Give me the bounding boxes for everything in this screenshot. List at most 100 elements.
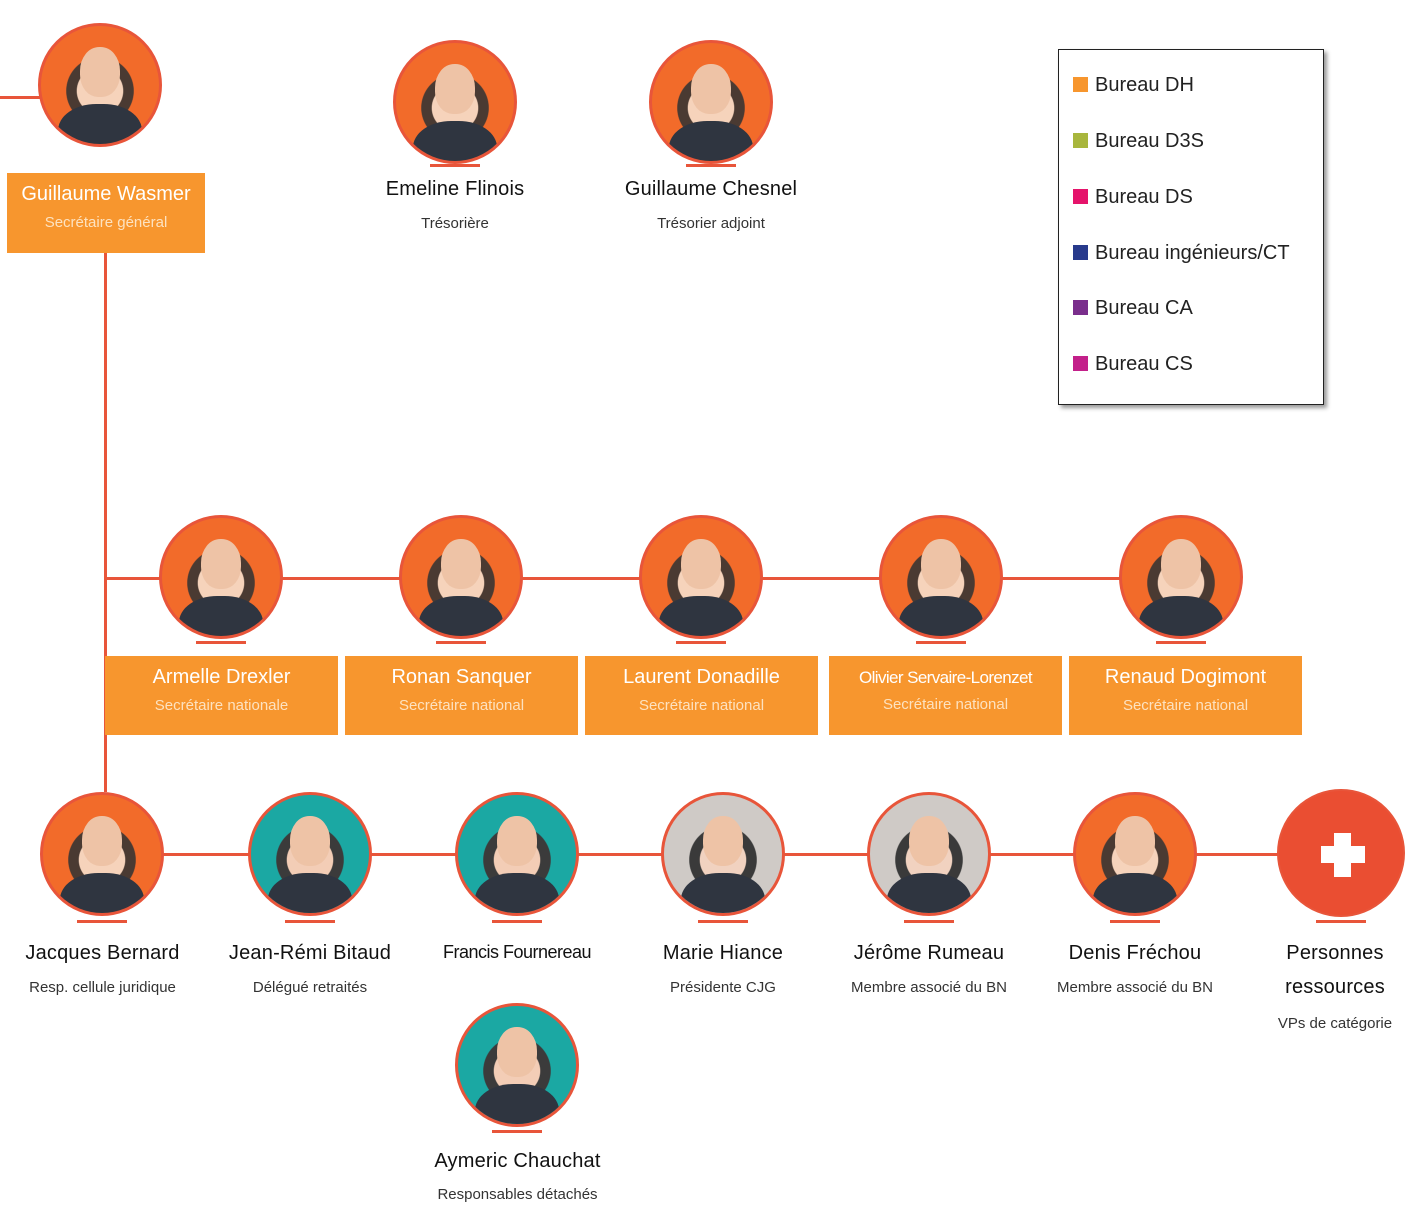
person-name: Denis Fréchou (1068, 942, 1202, 964)
avatar-laurent-donadille (639, 515, 763, 639)
portrait-body (412, 120, 498, 161)
person-role: Secrétaire nationale (154, 697, 289, 714)
portrait-head (920, 539, 962, 589)
portrait-head (1160, 539, 1202, 589)
legend-swatch (1073, 245, 1088, 260)
national-secretary-box: Armelle Drexler Secrétaire nationale (105, 656, 338, 735)
person-name: Jacques Bernard (25, 942, 180, 964)
national-secretary-box: Olivier Servaire-Lorenzet Secrétaire nat… (829, 656, 1062, 735)
person-name: Laurent Donadille (623, 666, 780, 688)
avatar-jerome-rumeau (867, 792, 991, 916)
portrait-head (690, 64, 732, 114)
legend: Bureau DH Bureau D3S Bureau DS Bureau in… (1058, 49, 1324, 405)
legend-label: Bureau DS (1095, 186, 1193, 208)
avatar-renaud-dogimont (1119, 515, 1243, 639)
avatar-marie-hiance (661, 792, 785, 916)
person-role: Délégué retraités (252, 979, 368, 996)
legend-label: Bureau CA (1095, 297, 1193, 319)
legend-swatch (1073, 300, 1088, 315)
plus-icon (1277, 789, 1405, 917)
name-stub (686, 164, 736, 167)
legend-item: Bureau DH (1073, 74, 1194, 97)
name-stub (904, 920, 954, 923)
portrait-head (908, 816, 950, 866)
resources-name-line2: ressources (1285, 976, 1385, 998)
portrait-body (898, 595, 984, 636)
avatar-aymeric-chauchat (455, 1003, 579, 1127)
connector-spine (104, 252, 107, 792)
avatar-jean-remi-bitaud (248, 792, 372, 916)
person-name: Emeline Flinois (385, 178, 525, 200)
person-role: Secrétaire national (638, 697, 765, 714)
legend-item: Bureau DS (1073, 186, 1193, 209)
person-name: Jérôme Rumeau (853, 942, 1005, 964)
person-role: Membre associé du BN (851, 979, 1007, 996)
portrait-body (474, 872, 560, 913)
person-role: Secrétaire général (44, 214, 168, 231)
avatar-guillaume-chesnel (649, 40, 773, 164)
person-role: Trésorier adjoint (657, 215, 765, 232)
portrait-body (886, 872, 972, 913)
name-stub (1316, 920, 1366, 923)
person-role: Présidente CJG (670, 979, 776, 996)
portrait-body (474, 1083, 560, 1124)
name-stub (1110, 920, 1160, 923)
connector-national-row (104, 577, 1124, 580)
name-stub (676, 641, 726, 644)
name-stub (430, 164, 480, 167)
portrait-body (267, 872, 353, 913)
legend-item: Bureau D3S (1073, 130, 1204, 153)
portrait-body (59, 872, 145, 913)
legend-swatch (1073, 133, 1088, 148)
person-role: Membre associé du BN (1057, 979, 1213, 996)
legend-item: Bureau CA (1073, 297, 1193, 320)
name-stub (196, 641, 246, 644)
portrait-head (1114, 816, 1156, 866)
avatar-denis-frechou (1073, 792, 1197, 916)
portrait-body (668, 120, 754, 161)
portrait-body (1092, 872, 1178, 913)
person-role: Trésorière (421, 215, 489, 232)
national-secretary-box: Renaud Dogimont Secrétaire national (1069, 656, 1302, 735)
legend-swatch (1073, 356, 1088, 371)
avatar-emeline-flinois (393, 40, 517, 164)
portrait-body (1138, 595, 1224, 636)
person-name: Armelle Drexler (152, 666, 291, 688)
portrait-head (81, 816, 123, 866)
portrait-head (79, 47, 121, 97)
person-name: Marie Hiance (662, 942, 784, 964)
resources-role: VPs de catégorie (1277, 1015, 1393, 1032)
portrait-head (200, 539, 242, 589)
avatar-olivier-servaire-lorenzet (879, 515, 1003, 639)
portrait-body (57, 103, 143, 144)
person-name: Jean-Rémi Bitaud (228, 942, 392, 964)
secretary-general-box: Guillaume Wasmer Secrétaire général (7, 173, 205, 253)
plus-icon-bar (1334, 833, 1351, 877)
person-name: Francis Fournereau (442, 942, 592, 962)
name-stub (916, 641, 966, 644)
name-stub (492, 1130, 542, 1133)
national-secretary-box: Ronan Sanquer Secrétaire national (345, 656, 578, 735)
name-stub (698, 920, 748, 923)
connector-left-top (0, 96, 40, 99)
name-stub (1156, 641, 1206, 644)
legend-label: Bureau ingénieurs/CT (1095, 242, 1290, 264)
portrait-body (658, 595, 744, 636)
person-name: Guillaume Chesnel (624, 178, 798, 200)
legend-label: Bureau CS (1095, 353, 1193, 375)
name-stub (285, 920, 335, 923)
person-role: Responsables détachés (437, 1186, 598, 1203)
person-role: Secrétaire national (398, 697, 525, 714)
portrait-head (702, 816, 744, 866)
legend-swatch (1073, 189, 1088, 204)
person-name: Aymeric Chauchat (434, 1150, 601, 1172)
person-name: Ronan Sanquer (391, 666, 532, 688)
person-name: Olivier Servaire-Lorenzet (858, 668, 1033, 687)
legend-item: Bureau ingénieurs/CT (1073, 242, 1290, 265)
portrait-head (434, 64, 476, 114)
portrait-body (178, 595, 264, 636)
portrait-head (680, 539, 722, 589)
person-name: Renaud Dogimont (1104, 666, 1267, 688)
name-stub (77, 920, 127, 923)
name-stub (436, 641, 486, 644)
